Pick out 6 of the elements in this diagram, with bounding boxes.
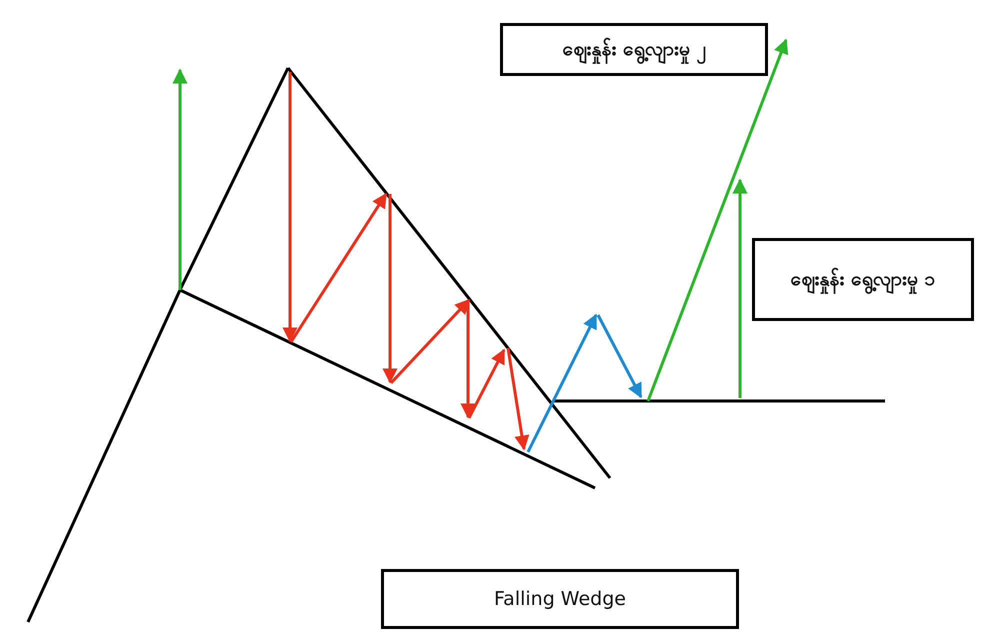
box-label: ဈေးနှုန်း ရွေ့လျားမှု ၁ xyxy=(790,266,936,294)
label-box xyxy=(752,238,974,321)
box-label: Falling Wedge xyxy=(494,588,626,610)
box-label: ဈေးနှုန်း ရွေ့လျားမှု ၂ xyxy=(562,36,706,64)
title-box xyxy=(381,569,739,629)
label-box xyxy=(500,23,768,76)
